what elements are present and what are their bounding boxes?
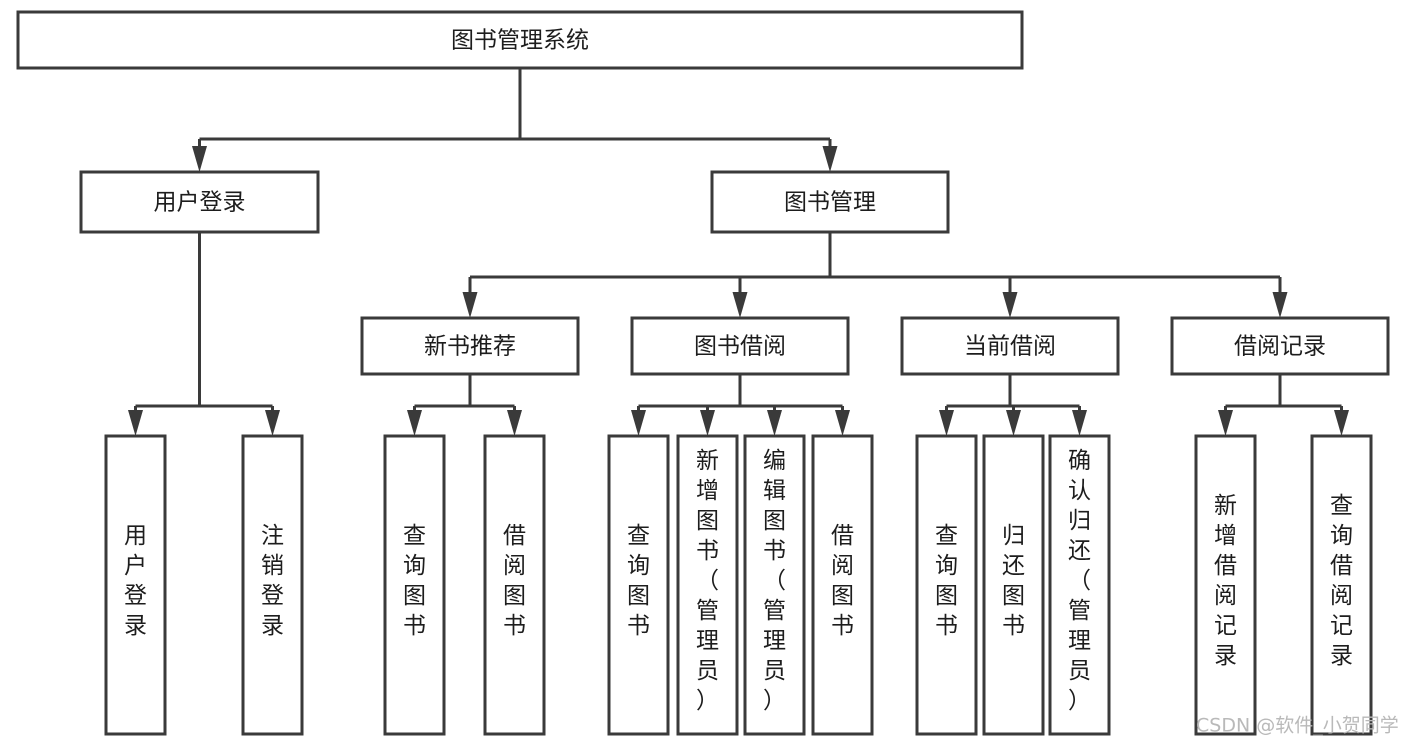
node-label: 图书借阅: [694, 334, 786, 360]
arrow-head-icon: [265, 410, 280, 436]
arrow-head-icon: [407, 410, 422, 436]
node-leaf-borrow-book-1[interactable]: 借阅图书: [483, 434, 546, 736]
node-leaf-edit-book[interactable]: 编辑图书（管理员）: [743, 434, 806, 736]
node-leaf-borrow-book-2[interactable]: 借阅图书: [811, 434, 874, 736]
node-label: 查询图书: [627, 523, 650, 639]
node-leaf-add-record[interactable]: 新增借阅记录: [1194, 434, 1257, 736]
arrow-head-icon: [507, 410, 522, 436]
node-leaf-query-book-3[interactable]: 查询图书: [915, 434, 978, 736]
node-root[interactable]: 图书管理系统: [16, 10, 1024, 70]
connector-layer: [128, 68, 1349, 436]
node-leaf-user-login[interactable]: 用户登录: [104, 434, 167, 736]
node-label: 当前借阅: [964, 334, 1056, 360]
node-box: [710, 170, 950, 234]
node-leaf-query-record[interactable]: 查询借阅记录: [1310, 434, 1373, 736]
node-label: 查询图书: [403, 523, 426, 639]
node-box: [676, 434, 739, 736]
arrow-head-icon: [822, 146, 838, 172]
arrow-head-icon: [631, 410, 646, 436]
node-label: 查询图书: [935, 523, 958, 639]
node-label: 借阅图书: [831, 523, 854, 639]
node-box: [79, 170, 320, 234]
node-box: [607, 434, 670, 736]
node-leaf-user-logout[interactable]: 注销登录: [241, 434, 304, 736]
node-leaf-query-book-2[interactable]: 查询图书: [607, 434, 670, 736]
arrow-head-icon: [1218, 410, 1233, 436]
node-box: [1194, 434, 1257, 736]
node-box: [360, 316, 580, 376]
node-box: [900, 316, 1120, 376]
arrow-head-icon: [767, 410, 782, 436]
node-box: [1048, 434, 1111, 736]
node-box: [104, 434, 167, 736]
node-box: [743, 434, 806, 736]
arrow-head-icon: [1334, 410, 1349, 436]
arrow-head-icon: [1006, 410, 1021, 436]
arrow-head-icon: [700, 410, 715, 436]
arrow-head-icon: [732, 292, 748, 318]
node-box: [241, 434, 304, 736]
arrow-head-icon: [128, 410, 143, 436]
node-box: [383, 434, 446, 736]
node-box: [915, 434, 978, 736]
node-box: [16, 10, 1024, 70]
node-book-borrow[interactable]: 图书借阅: [630, 316, 850, 376]
arrow-head-icon: [462, 292, 478, 318]
node-label: 借阅图书: [503, 523, 526, 639]
node-box: [982, 434, 1045, 736]
arrow-head-icon: [1272, 292, 1288, 318]
node-label: 借阅记录: [1234, 334, 1326, 360]
node-box: [811, 434, 874, 736]
node-leaf-add-book[interactable]: 新增图书（管理员）: [676, 434, 739, 736]
node-box: [630, 316, 850, 376]
node-label: 用户登录: [154, 190, 246, 216]
node-label: 用户登录: [124, 523, 147, 639]
node-label: 确认归还（管理员）: [1068, 448, 1091, 714]
node-borrow-record[interactable]: 借阅记录: [1170, 316, 1390, 376]
node-leaf-confirm-return[interactable]: 确认归还（管理员）: [1048, 434, 1111, 736]
node-label: 查询借阅记录: [1330, 493, 1353, 669]
node-book-manage[interactable]: 图书管理: [710, 170, 950, 234]
node-label: 新增借阅记录: [1214, 493, 1237, 669]
node-label: 图书管理系统: [451, 28, 589, 54]
node-label: 新增图书（管理员）: [696, 448, 719, 714]
node-box: [1170, 316, 1390, 376]
arrow-head-icon: [192, 146, 207, 172]
node-label: 编辑图书（管理员）: [763, 448, 786, 714]
node-layer: 图书管理系统用户登录图书管理新书推荐图书借阅当前借阅借阅记录用户登录注销登录查询…: [16, 10, 1390, 736]
node-label: 新书推荐: [424, 334, 516, 360]
node-leaf-return-book[interactable]: 归还图书: [982, 434, 1045, 736]
node-box: [483, 434, 546, 736]
node-label: 图书管理: [784, 190, 876, 216]
node-box: [1310, 434, 1373, 736]
arrow-head-icon: [1002, 292, 1018, 318]
node-current-borrow[interactable]: 当前借阅: [900, 316, 1120, 376]
node-user-login[interactable]: 用户登录: [79, 170, 320, 234]
node-leaf-query-book-1[interactable]: 查询图书: [383, 434, 446, 736]
node-label: 归还图书: [1002, 523, 1025, 639]
csdn-watermark: CSDN @软件_小贺同学: [1196, 715, 1399, 737]
arrow-head-icon: [1072, 410, 1087, 436]
arrow-head-icon: [939, 410, 954, 436]
node-label: 注销登录: [261, 523, 284, 639]
node-new-book-rec[interactable]: 新书推荐: [360, 316, 580, 376]
arrow-head-icon: [835, 410, 850, 436]
